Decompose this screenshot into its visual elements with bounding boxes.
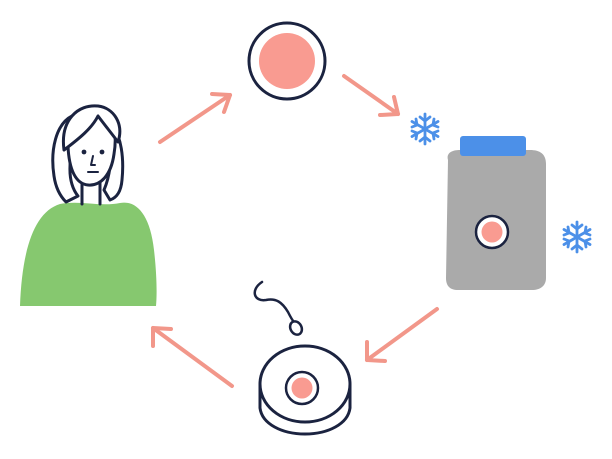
arrow-egg-to-tank (342, 74, 400, 117)
hair-bangs (61, 104, 122, 152)
neck (80, 180, 102, 206)
woman-icon (20, 104, 157, 306)
arrow-dish-to-woman (151, 326, 234, 388)
sperm-tail (253, 280, 296, 324)
snowflake-icon (410, 112, 440, 146)
flow-arrows (151, 74, 439, 388)
sweater-shape (20, 202, 157, 306)
petri-dish-with-sperm-icon (253, 280, 352, 436)
egg-cell-nucleus (259, 33, 315, 89)
tank-lid (460, 136, 526, 156)
sperm-head (288, 320, 304, 336)
left-eye (81, 149, 87, 155)
arrow-tank-to-dish (365, 307, 439, 363)
arrow-woman-to-egg (158, 92, 232, 144)
egg-cell-icon (247, 21, 327, 101)
right-eye (99, 149, 105, 155)
dish-egg-nucleus (291, 377, 313, 399)
tank-egg-nucleus (481, 221, 503, 243)
freezer-tank-icon (446, 136, 546, 290)
nose (90, 155, 96, 166)
snowflake-icon (562, 220, 592, 254)
